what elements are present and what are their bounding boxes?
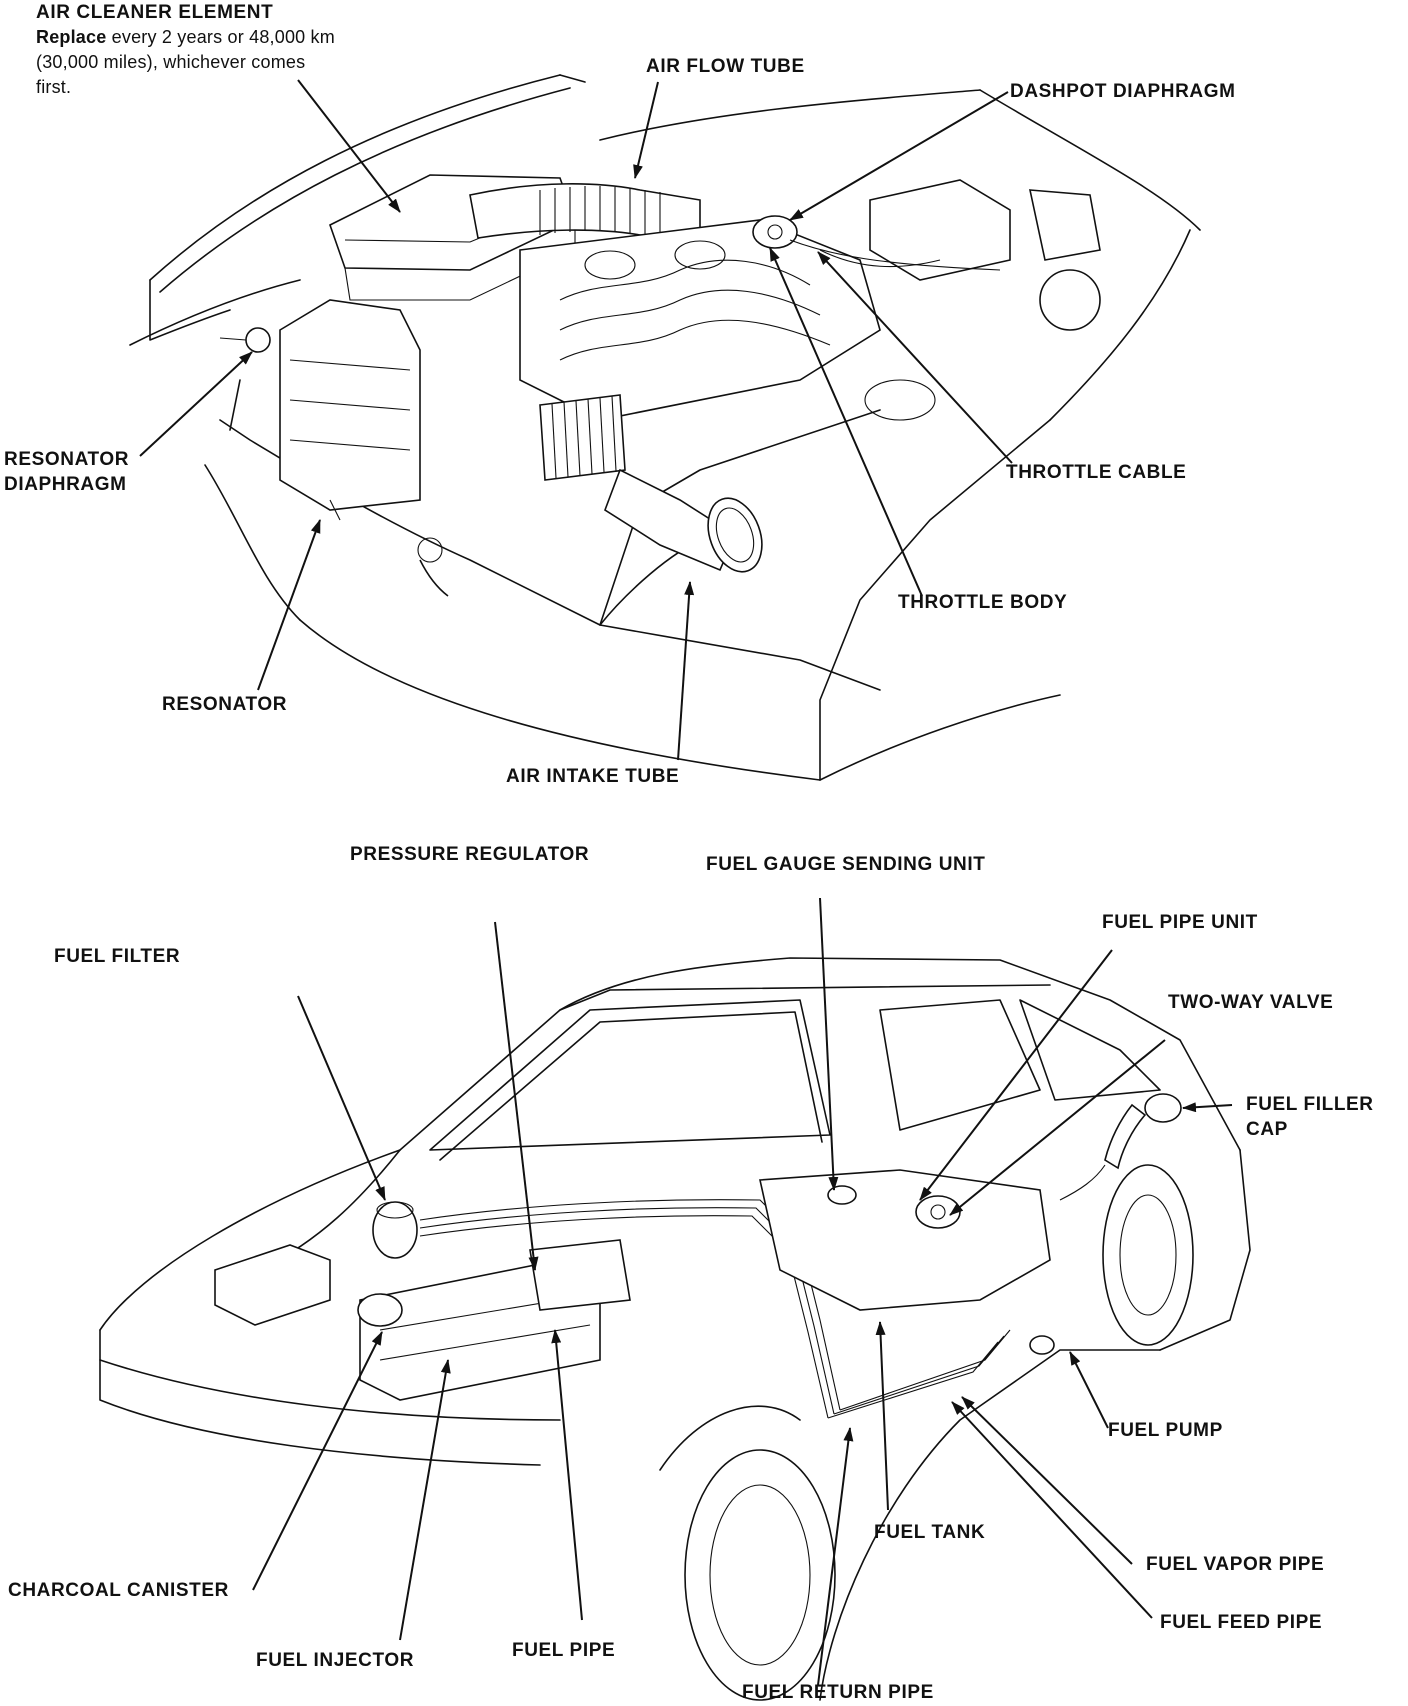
resonator-diaphragm-label-line2: DIAPHRAGM: [4, 474, 127, 495]
air-cleaner-note-bold: Replace: [36, 27, 107, 47]
resonator-diaphragm-label-line1: RESONATOR: [4, 449, 130, 470]
resonator-diaphragm-label: RESONATOR DIAPHRAGM: [4, 447, 129, 497]
fuel-system-illustration: [100, 958, 1250, 1700]
air-cleaner-element-label: AIR CLEANER ELEMENT: [36, 2, 274, 23]
dashpot-diaphragm-label: DASHPOT DIAPHRAGM: [1010, 81, 1236, 102]
fuel-tank-label: FUEL TANK: [874, 1522, 986, 1543]
air-flow-tube-label: AIR FLOW TUBE: [646, 56, 805, 77]
fuel-gauge-sending-unit-label: FUEL GAUGE SENDING UNIT: [706, 854, 986, 875]
engine-bay-leader-lines: [140, 80, 1012, 760]
engine-bay-illustration: [130, 75, 1200, 780]
fuel-filler-cap-label: FUEL FILLER CAP: [1246, 1092, 1374, 1142]
fuel-pipe-label: FUEL PIPE: [512, 1640, 616, 1661]
fuel-filler-cap-label-line2: CAP: [1246, 1119, 1288, 1140]
fuel-system-leader-lines: [253, 898, 1232, 1685]
throttle-cable-label: THROTTLE CABLE: [1006, 462, 1187, 483]
fuel-filter-label: FUEL FILTER: [54, 946, 181, 967]
pressure-regulator-label: PRESSURE REGULATOR: [350, 844, 590, 865]
air-cleaner-note-line3: first.: [36, 77, 72, 97]
fuel-return-pipe-label: FUEL RETURN PIPE: [742, 1682, 934, 1703]
fuel-pipe-unit-label: FUEL PIPE UNIT: [1102, 912, 1258, 933]
air-cleaner-note-line1: Replace every 2 years or 48,000 km: [36, 25, 335, 50]
air-cleaner-note-line1-text: every 2 years or 48,000 km: [106, 27, 335, 47]
charcoal-canister-label: CHARCOAL CANISTER: [8, 1580, 229, 1601]
throttle-body-label: THROTTLE BODY: [898, 592, 1068, 613]
two-way-valve-label: TWO-WAY VALVE: [1168, 992, 1334, 1013]
resonator-label: RESONATOR: [162, 694, 288, 715]
fuel-filler-cap-label-line1: FUEL FILLER: [1246, 1094, 1374, 1115]
fuel-pump-label: FUEL PUMP: [1108, 1420, 1223, 1441]
air-cleaner-note: Replace every 2 years or 48,000 km (30,0…: [36, 25, 335, 100]
fuel-feed-pipe-label: FUEL FEED PIPE: [1160, 1612, 1323, 1633]
fuel-injector-label: FUEL INJECTOR: [256, 1650, 415, 1671]
air-intake-tube-label: AIR INTAKE TUBE: [506, 766, 680, 787]
fuel-vapor-pipe-label: FUEL VAPOR PIPE: [1146, 1554, 1325, 1575]
air-cleaner-note-line2: (30,000 miles), whichever comes: [36, 52, 306, 72]
